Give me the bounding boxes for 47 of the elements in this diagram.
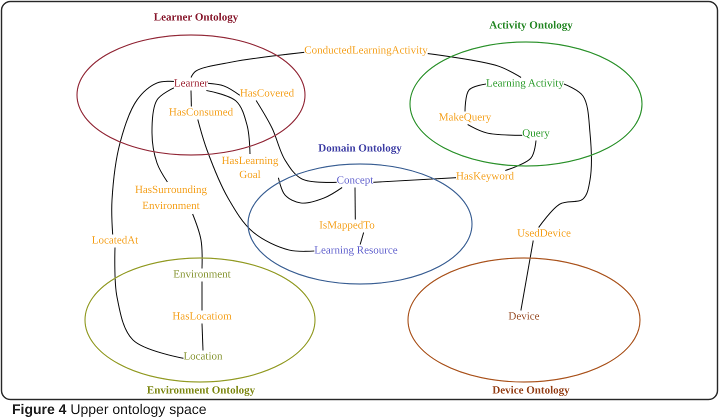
connector-line — [354, 188, 356, 220]
connector-line — [111, 80, 174, 235]
relation-label: IsMappedTo — [319, 220, 375, 232]
relation-label: UsedDevice — [517, 228, 571, 240]
connector-line — [373, 177, 456, 183]
connector-line — [505, 140, 537, 172]
connector-line — [114, 247, 184, 359]
connector-line — [464, 83, 486, 112]
concept-label: Location — [183, 350, 223, 364]
connector-line — [520, 240, 534, 311]
concept-label: Learning Activity — [486, 78, 564, 90]
relation-label: LocatedAt — [92, 234, 138, 248]
figure-caption: Figure 4 Upper ontology space — [12, 401, 207, 418]
connector-line — [206, 90, 251, 154]
relation-label: HasCovered — [240, 88, 294, 100]
concept-label: Environment — [173, 268, 231, 282]
connector-line — [192, 214, 203, 269]
relation-label: HasKeyword — [456, 170, 514, 184]
ontology-title: Activity Ontology — [489, 20, 573, 32]
concept-label: Device — [508, 310, 540, 324]
connector-line — [256, 100, 337, 183]
connector-line — [201, 282, 203, 310]
relation-label: MakeQuery — [438, 112, 492, 124]
connector-line — [360, 232, 364, 245]
concept-label: Concept — [336, 174, 374, 188]
ontology-title: Environment Ontology — [146, 384, 256, 398]
connector-line — [278, 178, 342, 204]
ontology-title: Learner Ontology — [154, 12, 238, 24]
concept-label: Learning Resource — [314, 244, 398, 258]
relation-label: ConductedLearningActivity — [304, 44, 428, 58]
relation-label: HasSurrounding Environment — [134, 182, 208, 214]
ontology-title: Domain Ontology — [318, 142, 402, 156]
relation-label: HasLocatiom — [172, 310, 232, 324]
concept-label: Query — [522, 128, 550, 140]
concept-label: Learner — [174, 78, 208, 90]
connector-line — [151, 87, 174, 182]
connector-line — [538, 84, 592, 228]
connector-line — [201, 323, 204, 351]
connector-line — [197, 119, 314, 252]
connector-line — [190, 90, 192, 107]
ontology-title: Device Ontology — [492, 384, 570, 398]
relation-label: HasLearning Goal — [222, 154, 278, 182]
connector-line — [208, 82, 240, 96]
relation-label: HasConsumed — [168, 106, 234, 120]
connector-line — [467, 124, 522, 136]
connector-line — [428, 53, 522, 78]
connector-line — [190, 52, 304, 78]
